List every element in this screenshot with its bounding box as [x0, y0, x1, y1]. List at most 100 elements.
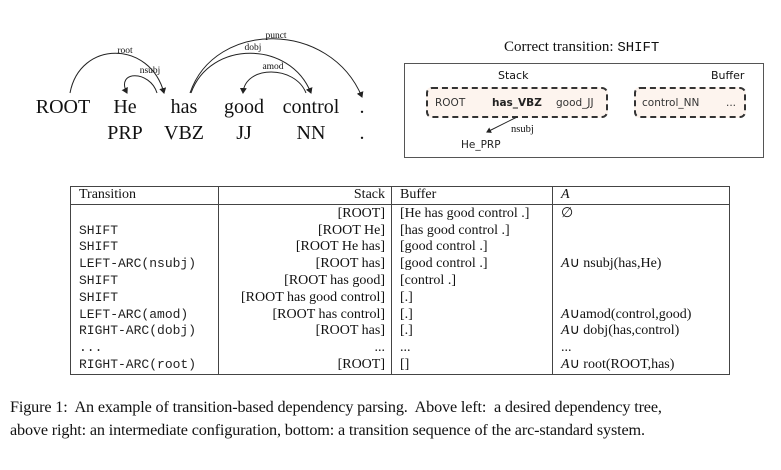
cell-transition: LEFT-ARC(nsubj) — [70, 256, 219, 273]
transition-table: Transition Stack Buffer A [ROOT][He has … — [70, 186, 730, 375]
tree-pos-tag: . — [359, 122, 365, 144]
table-row: LEFT-ARC(nsubj)[ROOT has][good control .… — [70, 256, 730, 273]
cell-stack: ... — [218, 340, 392, 357]
cell-stack: [ROOT has good control] — [218, 289, 392, 307]
tree-word: good — [224, 96, 264, 118]
table-row: ............ — [70, 340, 730, 357]
buffer-token: ... — [726, 96, 737, 109]
tree-pos-tag: NN — [296, 122, 326, 144]
header-transition: Transition — [70, 186, 219, 205]
tree-word: ROOT — [35, 96, 91, 118]
stack-token: good_JJ — [556, 96, 594, 109]
buffer-container: control_NN ... — [634, 87, 746, 118]
attached-arc-label: nsubj — [511, 124, 534, 135]
attached-token: He_PRP — [461, 139, 501, 151]
cell-transition: RIGHT-ARC(root) — [70, 356, 219, 375]
caption-line: above right: an intermediate configurati… — [10, 421, 645, 439]
caption-line: Figure 1: An example of transition-based… — [10, 398, 662, 416]
cell-a: A∪amod(control,good) — [552, 306, 730, 324]
cell-stack: [ROOT] — [218, 204, 392, 223]
cell-a: ∅ — [552, 204, 730, 223]
cell-buffer: [has good control .] — [391, 222, 553, 240]
stack-token: has_VBZ — [492, 96, 542, 109]
arc-label-dobj: dobj — [244, 43, 262, 53]
arc-set-symbol: A — [561, 256, 570, 272]
dependency-arcs — [69, 38, 364, 98]
table-header-row: Transition Stack Buffer A — [70, 186, 730, 205]
cell-buffer: [He has good control .] — [391, 204, 553, 223]
cell-transition: RIGHT-ARC(dobj) — [70, 323, 219, 341]
table-row: SHIFT[ROOT He has][good control .] — [70, 239, 730, 257]
arc-label-root: root — [117, 46, 133, 56]
title-prefix: Correct transition: — [504, 39, 618, 55]
arc-label-punct: punct — [265, 31, 287, 41]
tree-word: He — [113, 96, 137, 118]
table-row: LEFT-ARC(amod)[ROOT has control][.]A∪amo… — [70, 306, 730, 324]
tree-word: control — [282, 96, 340, 118]
cell-buffer: [control .] — [391, 272, 553, 290]
cell-transition: ... — [70, 340, 219, 357]
stack-token: ROOT — [435, 96, 466, 109]
cell-a: A∪ nsubj(has,He) — [552, 256, 730, 273]
cell-a: A∪ dobj(has,control) — [552, 323, 730, 341]
stack-label: Stack — [498, 69, 529, 82]
arc-set-symbol: A — [561, 306, 570, 322]
tree-pos-tag: VBZ — [164, 122, 204, 144]
tree-word: . — [359, 96, 365, 118]
cell-transition: SHIFT — [70, 289, 219, 307]
buffer-token: control_NN — [642, 96, 700, 109]
configuration-box: Stack Buffer ROOT has_VBZ good_JJ contro… — [404, 63, 764, 158]
cell-stack: [ROOT has] — [218, 323, 392, 341]
cell-transition — [70, 204, 219, 223]
table-row: SHIFT[ROOT He][has good control .] — [70, 222, 730, 240]
cell-stack: [ROOT] — [218, 356, 392, 375]
nsubj-attachment-arrow — [486, 116, 518, 133]
cell-buffer: [good control .] — [391, 239, 553, 257]
cell-stack: [ROOT has control] — [218, 306, 392, 324]
cell-a: A∪ root(ROOT,has) — [552, 356, 730, 375]
dependency-tree: root nsubj dobj punct amod ROOT He has g… — [0, 0, 390, 160]
cell-a — [552, 272, 730, 290]
cell-stack: [ROOT He has] — [218, 239, 392, 257]
figure-caption: Figure 1: An example of transition-based… — [10, 396, 780, 442]
tree-pos-tag: JJ — [236, 122, 252, 144]
arc-label-amod: amod — [262, 62, 284, 72]
cell-transition: SHIFT — [70, 239, 219, 257]
arc-root — [69, 52, 167, 94]
arc-label-nsubj: nsubj — [139, 66, 161, 76]
configuration-title: Correct transition: SHIFT — [504, 39, 659, 56]
arc-set-symbol: A — [561, 356, 570, 372]
header-a: A — [552, 186, 730, 205]
cell-a — [552, 289, 730, 307]
table-row: RIGHT-ARC(root)[ROOT][]A∪ root(ROOT,has) — [70, 356, 730, 375]
header-stack: Stack — [218, 186, 392, 205]
cell-transition: SHIFT — [70, 272, 219, 290]
cell-transition: LEFT-ARC(amod) — [70, 306, 219, 324]
cell-buffer: [.] — [391, 323, 553, 341]
cell-buffer: [good control .] — [391, 256, 553, 273]
cell-buffer: [] — [391, 356, 553, 375]
arc-punct — [189, 38, 364, 98]
cell-stack: [ROOT has good] — [218, 272, 392, 290]
cell-stack: [ROOT has] — [218, 256, 392, 273]
table-row: SHIFT[ROOT has good control][.] — [70, 289, 730, 307]
cell-buffer: [.] — [391, 306, 553, 324]
correct-transition: SHIFT — [617, 40, 660, 56]
tree-pos-tag: PRP — [107, 122, 143, 144]
stack-container: ROOT has_VBZ good_JJ — [426, 87, 608, 118]
table-row: SHIFT[ROOT has good][control .] — [70, 272, 730, 290]
header-buffer: Buffer — [391, 186, 553, 205]
cell-buffer: ... — [391, 340, 553, 357]
table-row: [ROOT][He has good control .]∅ — [70, 204, 730, 223]
arc-amod — [239, 71, 307, 94]
arc-set-symbol: A — [561, 323, 570, 339]
cell-buffer: [.] — [391, 289, 553, 307]
table-body: [ROOT][He has good control .]∅SHIFT[ROOT… — [70, 204, 730, 375]
arc-nsubj — [121, 75, 158, 94]
tree-word: has — [170, 96, 198, 118]
cell-transition: SHIFT — [70, 222, 219, 240]
cell-a — [552, 222, 730, 240]
cell-a: ... — [552, 340, 730, 357]
buffer-label: Buffer — [711, 69, 745, 82]
arc-dobj — [190, 52, 313, 94]
